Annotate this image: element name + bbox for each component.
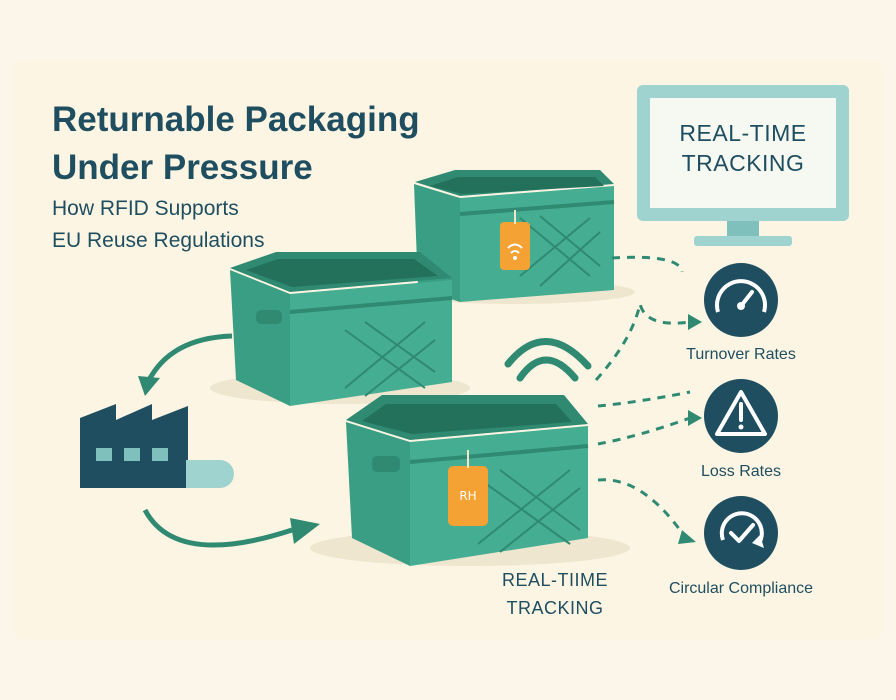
- gauge-icon: [704, 263, 778, 337]
- crate-caption-line-1: REAL-TIIME: [501, 570, 608, 590]
- subtitle-line-1: How RFID Supports: [52, 197, 239, 220]
- metric-label-loss: Loss Rates: [700, 463, 782, 480]
- monitor-line-1: REAL-TIME: [679, 120, 807, 146]
- crate-back: [395, 170, 635, 304]
- metric-label-compliance: Circular Compliance: [668, 580, 814, 597]
- monitor-icon: [637, 85, 849, 246]
- metric-label-turnover: Turnover Rates: [686, 346, 796, 363]
- page-title: Returnable Packaging Under Pressure: [52, 96, 522, 192]
- crate-middle: [210, 252, 470, 406]
- subtitle: How RFID Supports EU Reuse Regulations: [52, 193, 382, 257]
- signal-icon: [504, 338, 592, 382]
- warning-icon: [704, 379, 778, 453]
- connector-arrowheads: [678, 314, 702, 544]
- rfid-tag: [500, 222, 530, 270]
- subtitle-line-2: EU Reuse Regulations: [52, 229, 265, 252]
- crate-caption: REAL-TIIME TRACKING: [470, 566, 640, 622]
- tag-label: RH: [459, 489, 477, 503]
- monitor-line-2: TRACKING: [681, 150, 805, 176]
- crate-caption-line-2: TRACKING: [506, 598, 604, 618]
- check-cycle-icon: [704, 496, 778, 570]
- cycle-arrow-bottom: [142, 508, 320, 548]
- monitor-screen-text: REAL-TIME TRACKING: [650, 118, 836, 178]
- title-line-2: Under Pressure: [52, 148, 313, 187]
- crate-front: [310, 395, 630, 566]
- factory-icon: [80, 404, 234, 488]
- rfid-tag: [448, 466, 488, 526]
- cycle-arrow-top: [138, 333, 233, 396]
- connector-lines: [594, 255, 691, 531]
- title-line-1: Returnable Packaging: [52, 100, 420, 139]
